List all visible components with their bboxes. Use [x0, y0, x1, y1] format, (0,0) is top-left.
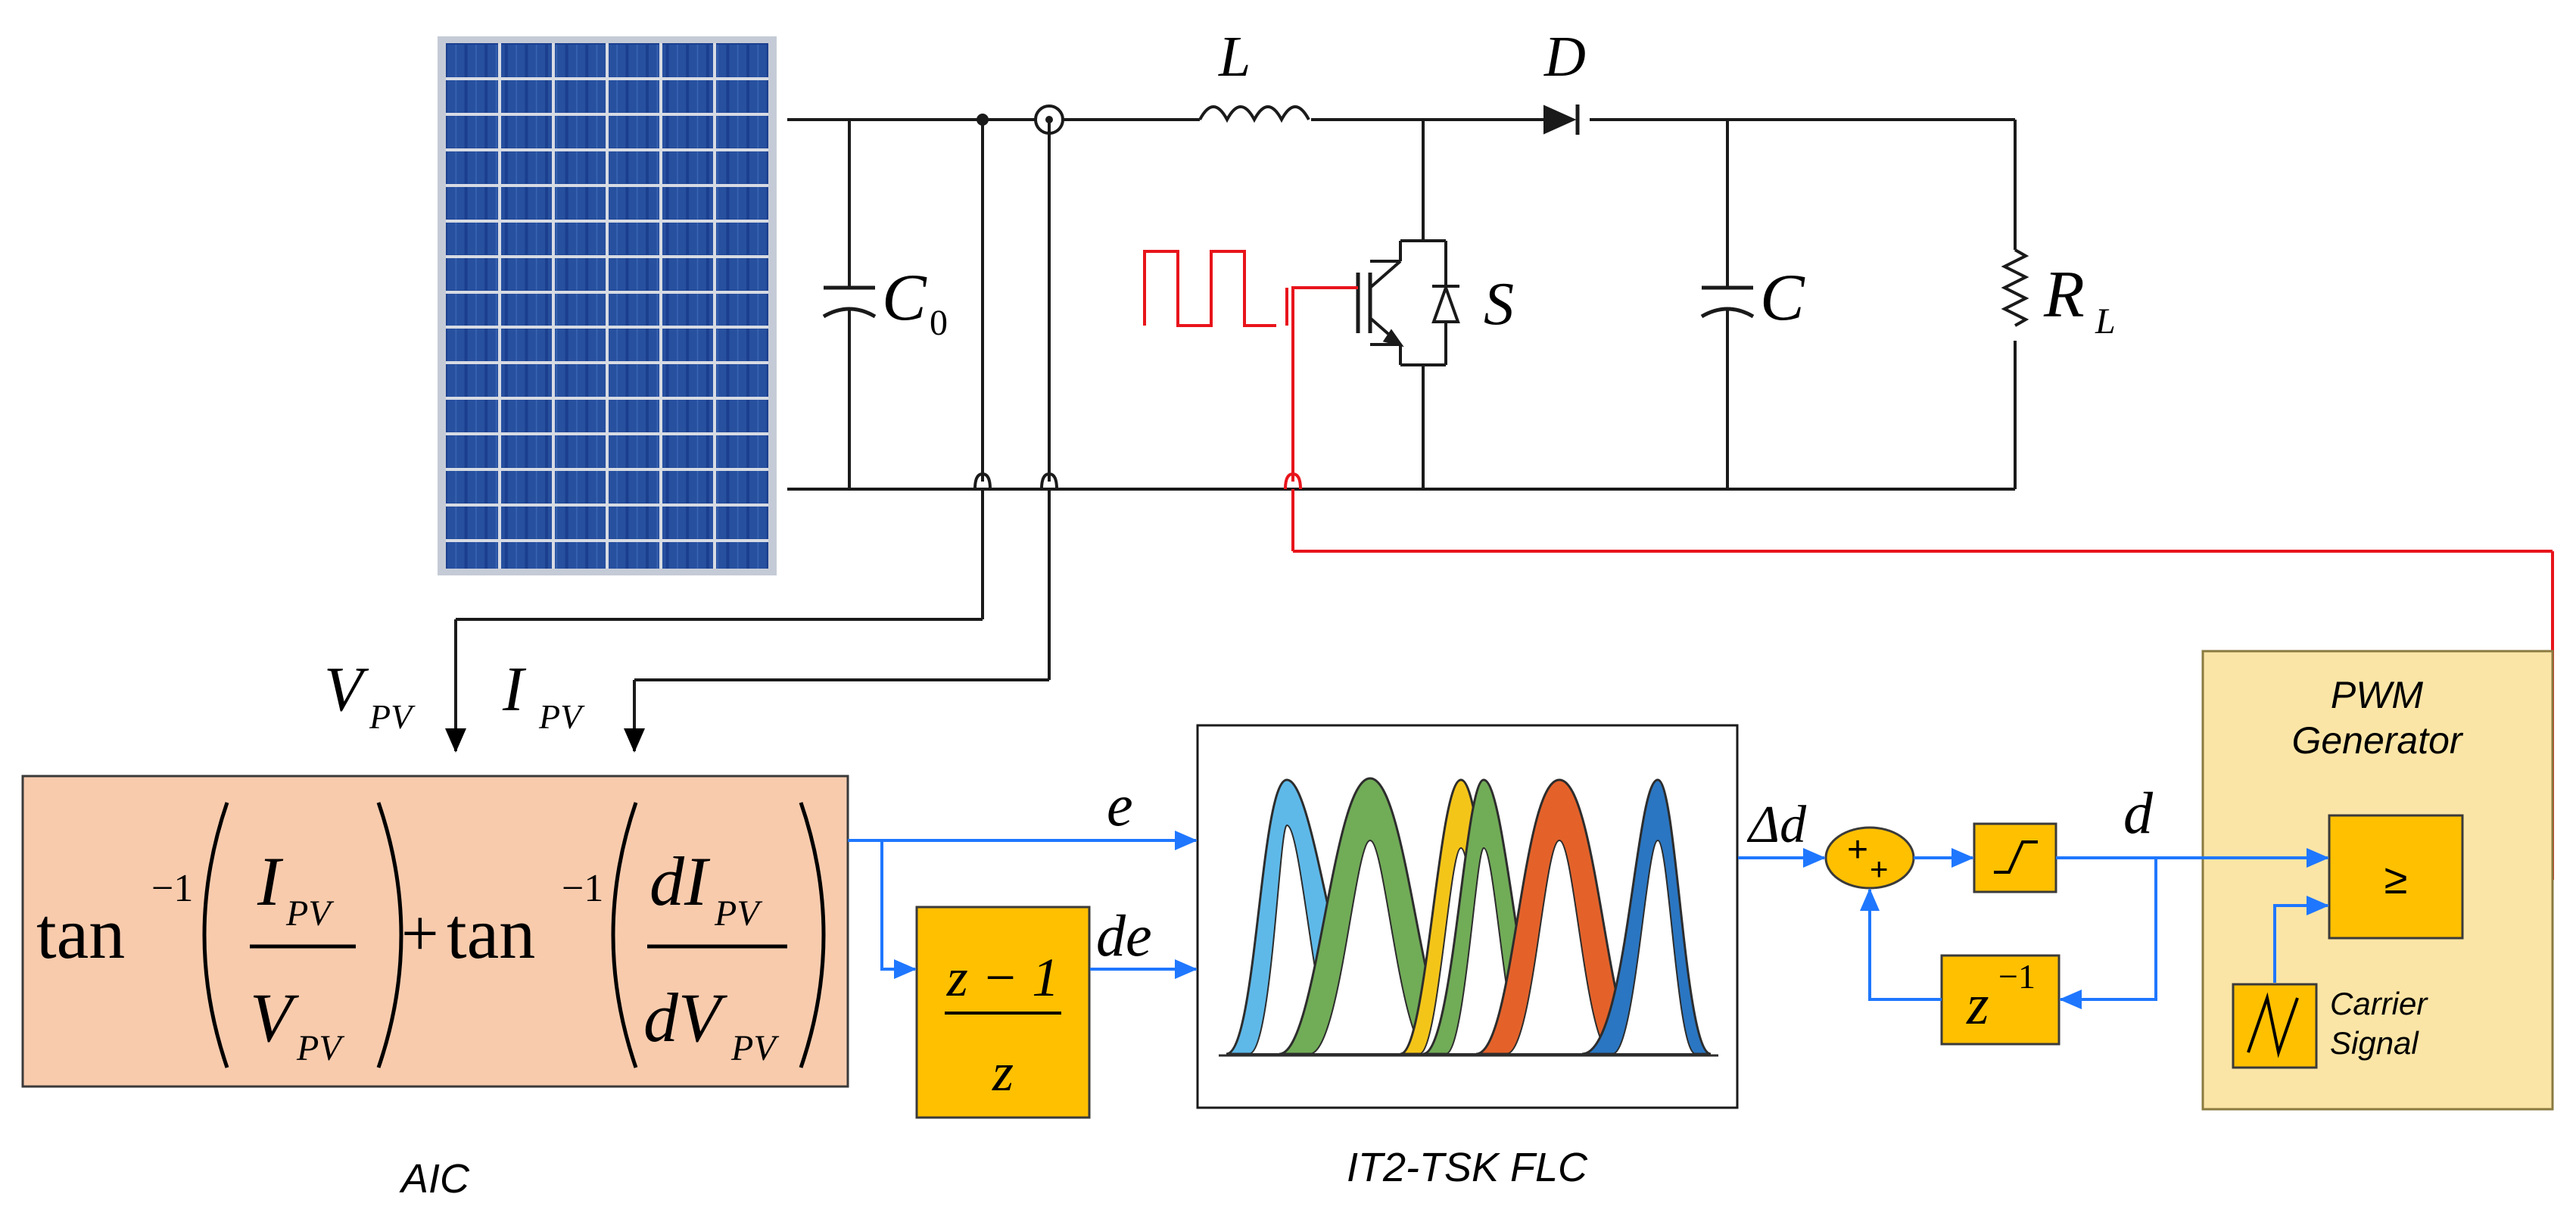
- de-label: de: [1096, 903, 1152, 968]
- ipv-label: I: [502, 654, 527, 725]
- inverse-sup-1: −1: [151, 867, 193, 910]
- sawtooth-icon: [2247, 992, 2299, 1058]
- den2-sub: PV: [730, 1028, 779, 1068]
- e-label: e: [1107, 772, 1133, 838]
- signal-lines: [848, 831, 2329, 1009]
- inverse-sup-2: −1: [562, 867, 603, 910]
- inductor-label: L: [1218, 25, 1251, 89]
- membership-functions: [1219, 777, 1718, 1057]
- carrier-label-2: Signal: [2330, 1025, 2419, 1061]
- plus-sign: +: [401, 897, 439, 971]
- comparator-symbol: ≥: [2384, 855, 2408, 903]
- delay-sup: −1: [1998, 957, 2036, 996]
- diff-numerator: z − 1: [946, 947, 1060, 1008]
- sum-sign-top: +: [1847, 830, 1868, 870]
- num1-sub: PV: [285, 893, 334, 934]
- c-out-label: C: [1760, 261, 1805, 335]
- num2-text: dI: [649, 843, 711, 920]
- diode: [1543, 104, 1577, 135]
- den1-sub: PV: [296, 1028, 344, 1068]
- load-subscript: L: [2095, 301, 2116, 341]
- vpv-subscript: PV: [369, 697, 416, 736]
- ipv-subscript: PV: [538, 697, 585, 736]
- switch-label: S: [1484, 271, 1514, 338]
- aic-equation: tan −1 I PV V PV + tan −1 dI PV dV PV: [36, 802, 826, 1068]
- igbt-switch: [1356, 120, 1460, 489]
- sense-lines: [445, 618, 1049, 753]
- delay-base: z: [1966, 973, 1989, 1037]
- d-label: d: [2123, 780, 2154, 846]
- pwm-waveform: [1143, 250, 1276, 327]
- saturation-icon: [1994, 840, 2038, 874]
- tan-text-1: tan: [36, 893, 125, 974]
- diff-denominator: z: [992, 1042, 1014, 1102]
- boost-converter-circuit: [787, 104, 2029, 680]
- sum-sign-bottom: +: [1870, 851, 1889, 887]
- tan-text-2: tan: [447, 893, 535, 974]
- vpv-label: V: [324, 654, 369, 725]
- diode-label: D: [1543, 25, 1586, 89]
- pv-panel: [438, 36, 777, 575]
- load-label: R: [2043, 258, 2085, 332]
- flc-caption: IT2-TSK FLC: [1347, 1145, 1588, 1190]
- c0-label: C: [882, 261, 927, 335]
- aic-block: [21, 775, 849, 1088]
- carrier-block: [2232, 983, 2318, 1069]
- c0-subscript: 0: [930, 303, 948, 343]
- comparator-block: [2328, 814, 2464, 940]
- pwm-title-1: PWM: [2331, 674, 2424, 716]
- num2-sub: PV: [714, 893, 762, 934]
- load-resistor: [2001, 248, 2029, 327]
- aic-caption: AIC: [399, 1156, 470, 1202]
- carrier-label-1: Carrier: [2330, 986, 2428, 1021]
- den1-text: V: [250, 979, 300, 1056]
- den2-text: dV: [643, 979, 728, 1056]
- delta-d-label: Δd: [1746, 796, 1807, 854]
- inductor: [1198, 105, 1310, 123]
- num1-text: I: [257, 843, 284, 920]
- pwm-title-2: Generator: [2291, 719, 2463, 762]
